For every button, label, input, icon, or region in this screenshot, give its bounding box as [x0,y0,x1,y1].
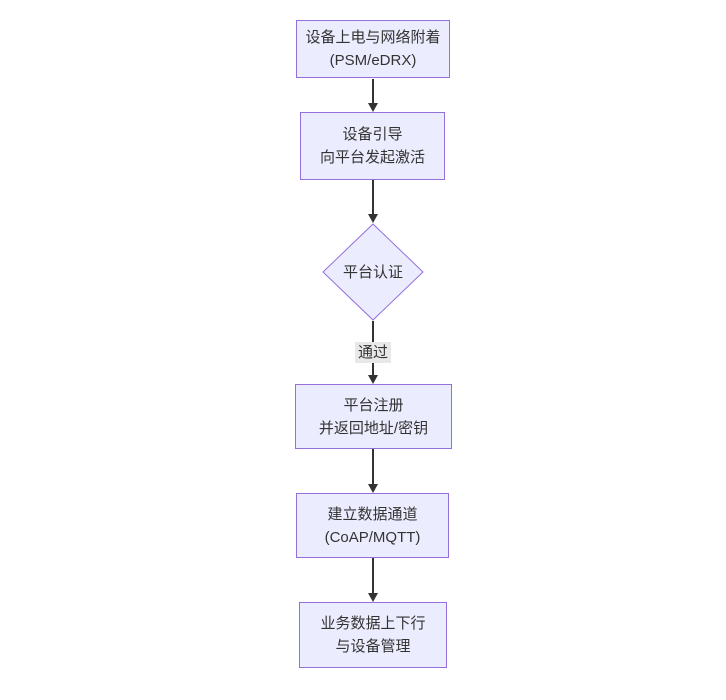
node-data-channel: 建立数据通道 (CoAP/MQTT) [296,493,449,558]
node-device-bootstrap: 设备引导 向平台发起激活 [300,112,445,180]
arrowhead-icon [368,593,378,602]
node-label-line: (CoAP/MQTT) [324,528,421,546]
arrowhead-icon [368,484,378,493]
node-label-line: 设备引导 [342,126,403,143]
node-business-data: 业务数据上下行 与设备管理 [299,602,447,668]
node-label-line: 向平台发起激活 [319,149,425,166]
node-label-line: 设备上电与网络附着 [305,29,441,46]
node-label-line: 平台注册 [343,396,404,414]
arrowhead-icon [368,214,378,223]
arrowhead-icon [368,103,378,112]
edge-bootstrap-to-auth [372,180,374,214]
edge-register-to-channel [372,449,374,484]
edge-label-pass: 通过 [354,342,392,363]
diamond-shape [322,223,424,321]
node-platform-register: 平台注册 并返回地址/密钥 [295,384,452,449]
node-label-line: 建立数据通道 [327,505,418,523]
arrowhead-icon [368,375,378,384]
edge-power-to-bootstrap [372,79,374,103]
node-label-line: 平台认证 [342,263,403,281]
node-label-line: 业务数据上下行 [320,615,426,632]
node-label-line: (PSM/eDRX) [329,52,417,69]
node-label-line: 与设备管理 [335,638,411,655]
edge-channel-to-business [372,558,374,593]
node-label-line: 并返回地址/密钥 [318,419,429,437]
decision-platform-auth: 平台认证 [322,223,424,321]
node-power-attach: 设备上电与网络附着 (PSM/eDRX) [296,20,450,78]
